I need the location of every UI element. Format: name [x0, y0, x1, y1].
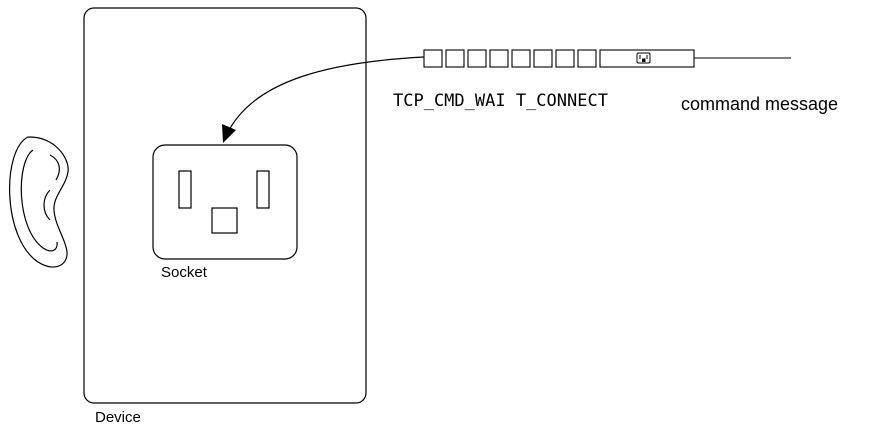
command-message-bar: [423, 49, 791, 68]
socket-label: Socket: [161, 264, 208, 281]
message-arrow: [227, 56, 425, 133]
message-segment: [555, 49, 575, 68]
message-segment: [423, 49, 443, 68]
mini-socket-icon: [636, 52, 651, 64]
message-segment: [489, 49, 509, 68]
message-segment: [445, 49, 465, 68]
power-socket-icon: [152, 144, 298, 260]
device-label: Device: [95, 409, 141, 426]
message-segment: [467, 49, 487, 68]
command-caption-label: command message: [681, 94, 838, 114]
device-box: [83, 7, 367, 404]
socket-left-slot: [178, 170, 192, 209]
command-name-label: TCP_CMD_WAI T_CONNECT: [393, 91, 608, 111]
message-segment: [577, 49, 597, 68]
socket-ground-hole: [211, 207, 238, 234]
ear-icon: [8, 136, 69, 268]
message-segment: [511, 49, 531, 68]
socket-faceplate: [152, 144, 298, 260]
arrow-head: [222, 124, 236, 143]
message-segment: [533, 49, 553, 68]
socket-right-slot: [256, 170, 270, 209]
